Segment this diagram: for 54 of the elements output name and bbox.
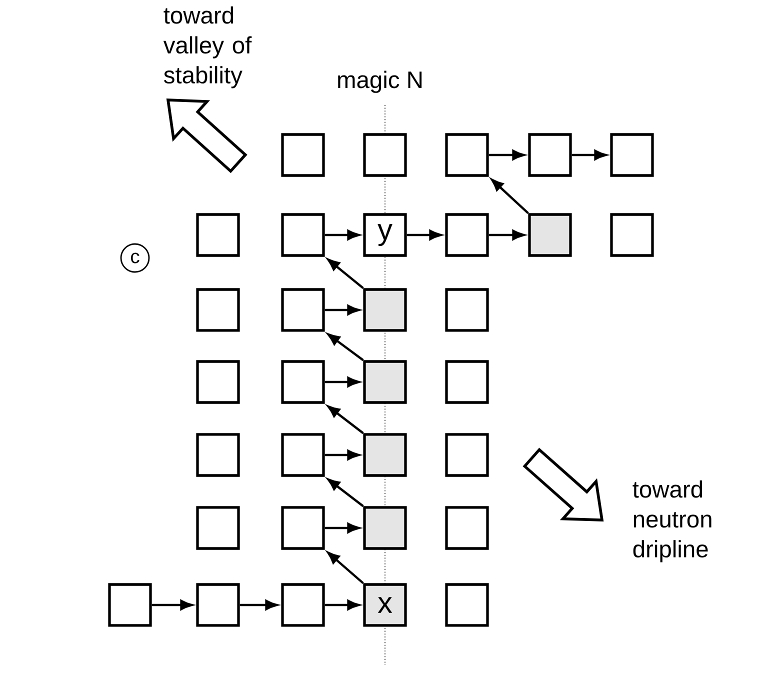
arrow <box>324 304 360 316</box>
nuclide-box: x <box>363 583 407 627</box>
arrow <box>327 552 364 584</box>
annotation: toward valley of stability <box>163 6 252 88</box>
nuclide-box <box>196 583 240 627</box>
arrow <box>240 600 278 610</box>
arrow <box>324 450 360 460</box>
nuclide-box <box>445 360 489 404</box>
nuclide-box <box>281 213 325 257</box>
nuclide-box <box>445 213 489 257</box>
nuclide-box <box>281 433 325 477</box>
nuclide-box <box>445 133 489 177</box>
nuclide-box <box>610 133 654 177</box>
nuclide-box <box>445 433 489 477</box>
arrow <box>152 600 193 610</box>
nuclide-box <box>363 288 407 332</box>
arrow <box>324 600 360 610</box>
nuclide-box <box>445 506 489 550</box>
nuclide-box <box>196 506 240 550</box>
nuclide-box <box>281 288 325 332</box>
arrow <box>327 406 364 434</box>
nuclide-box <box>196 360 240 404</box>
nuclide-box <box>363 133 407 177</box>
panel-label: c <box>120 243 150 273</box>
nuclide-box <box>281 360 325 404</box>
arrow <box>324 522 360 534</box>
nuclide-box <box>196 213 240 257</box>
nuclide-box <box>363 433 407 477</box>
nuclide-box <box>610 213 654 257</box>
arrow <box>488 150 525 160</box>
nuclide-box <box>281 583 325 627</box>
arrow <box>324 230 360 240</box>
arrow <box>406 230 442 240</box>
nuclide-box <box>445 583 489 627</box>
nuclide-box <box>108 583 152 627</box>
nuclide-box <box>528 213 572 257</box>
arrow <box>488 230 525 240</box>
arrow <box>327 333 364 362</box>
axis-label: magic N <box>338 70 422 93</box>
nuclide-box <box>281 133 325 177</box>
arrow <box>327 478 364 508</box>
nuclide-box <box>528 133 572 177</box>
nuclide-box <box>445 288 489 332</box>
arrow <box>327 258 364 290</box>
arrow <box>324 376 360 388</box>
nuclide-box <box>281 506 325 550</box>
arrow <box>572 150 607 160</box>
arrow <box>491 178 529 214</box>
annotation: toward neutron dripline <box>632 480 712 562</box>
nuclide-box: y <box>363 213 407 257</box>
nuclide-box <box>363 360 407 404</box>
nuclide-box <box>363 506 407 550</box>
nuclide-box <box>196 288 240 332</box>
nuclide-box <box>196 433 240 477</box>
